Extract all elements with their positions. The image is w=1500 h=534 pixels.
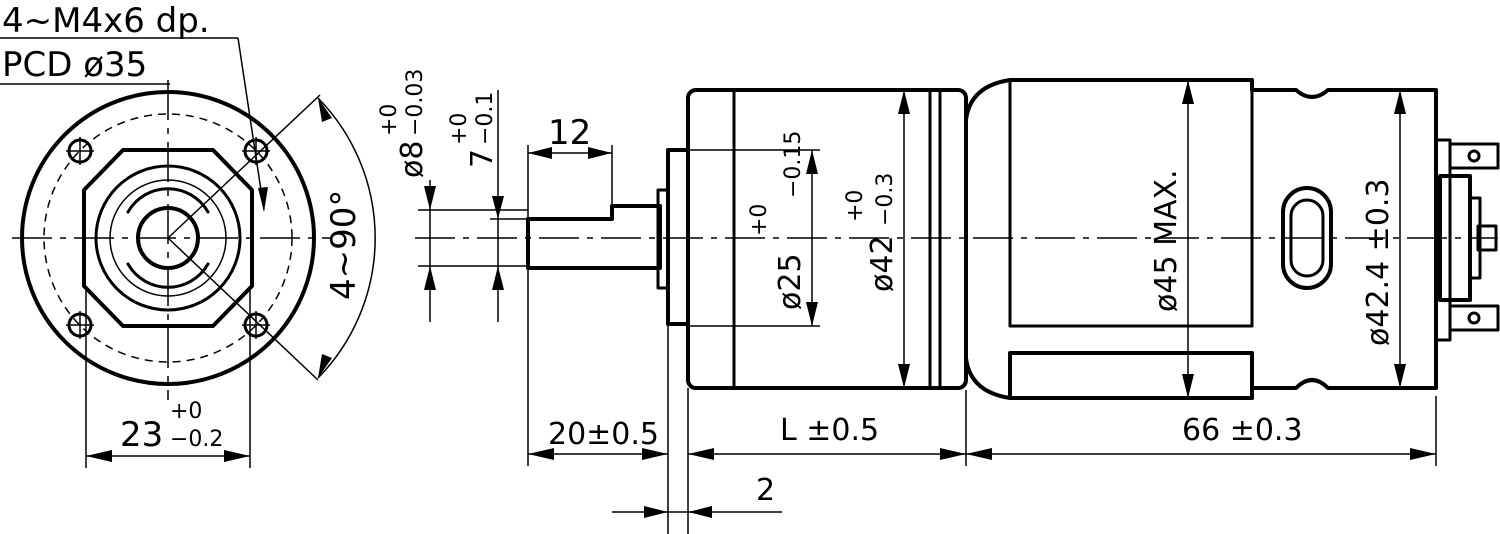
front-pilot-lower-tol: −0.2 — [170, 427, 223, 452]
terminal-top-hole — [1467, 149, 1481, 163]
pilot25-lower-tol: −0.15 — [781, 131, 806, 198]
motor-body — [964, 78, 1438, 400]
terminal-bottom-hole — [1467, 311, 1481, 325]
rear-dia-arrow-bottom — [1394, 364, 1406, 388]
flat-arrow-bottom — [492, 266, 504, 290]
rear-dia-label: ø42.4 ±0.3 — [1361, 178, 1396, 346]
angle-extension-upper — [167, 94, 321, 239]
shaft12-arrow-left — [528, 147, 552, 159]
flange-thickness-label: 2 — [756, 473, 775, 508]
motor-vent-slot — [1281, 186, 1333, 290]
rear-cap — [1434, 138, 1452, 342]
flat-nominal: 7 — [465, 149, 500, 168]
hole-spec-label: 4~M4x6 dp. — [2, 1, 210, 41]
gearbox-length-label: L ±0.5 — [780, 413, 879, 448]
shaft-dia-arrow-top — [424, 186, 436, 210]
rear-dia-arrow-top — [1394, 90, 1406, 114]
shaft-dia-lower-tol: −0.03 — [403, 69, 428, 136]
angle-label: 4~90° — [324, 190, 364, 300]
motor-dia-arrow-bottom — [1182, 374, 1194, 398]
front-inner-ring — [109, 179, 227, 297]
ext20-arrow-right — [642, 448, 668, 460]
pcd-label: PCD ø35 — [2, 45, 147, 85]
shaft-length-label: 12 — [548, 113, 591, 153]
motor-vent-slot-inner — [1289, 198, 1325, 278]
front-pilot-nominal: 23 — [120, 415, 163, 455]
shaft-dia-nominal: ø8 — [395, 141, 430, 178]
pilot25-upper-tol: +0 — [747, 204, 772, 236]
flange2-arrow-left — [644, 506, 668, 518]
hole-crosshairs — [66, 137, 270, 339]
front-shaft-circle — [136, 206, 200, 270]
shaft-dia-upper-tol: +0 — [377, 104, 402, 136]
shaft-dia-arrow-bottom — [424, 266, 436, 290]
pilot-arrow-left — [86, 450, 112, 462]
front-view: 4~90° 4~M4x6 dp. PCD ø35 23 +0 −0.2 — [0, 1, 376, 468]
len66-arrow-right — [1410, 448, 1436, 460]
front-pilot-upper-tol: +0 — [170, 399, 202, 424]
front-octagon-boss — [82, 148, 254, 328]
terminal-top — [1448, 142, 1500, 170]
len66-arrow-left — [966, 448, 992, 460]
gearbox-dia-nominal: ø42 — [865, 235, 900, 292]
flange2-arrow-right — [688, 506, 712, 518]
angle-arc — [317, 97, 376, 379]
gearbox-body — [686, 88, 968, 390]
angle-arrow-bottom — [318, 354, 332, 378]
pilot-arrow-right — [224, 450, 250, 462]
motor-length-label: 66 ±0.3 — [1182, 413, 1303, 448]
front-outer-circle — [20, 90, 316, 386]
pilot25-arrow-bottom — [806, 302, 818, 326]
motor-dia-arrow-top — [1182, 80, 1194, 104]
flat-upper-tol: +0 — [447, 113, 472, 145]
callout-arrow — [258, 187, 268, 212]
gearbox-dia-arrow-bottom — [898, 364, 910, 388]
gearbox-dia-arrow-top — [898, 90, 910, 114]
pilot-boss — [666, 148, 690, 326]
angle-extension-lower — [167, 237, 319, 381]
pilot25-nominal: ø25 — [773, 253, 808, 310]
rear-boss — [1468, 196, 1482, 280]
angle-arrow-top — [318, 98, 332, 122]
motor-label-band — [1008, 351, 1254, 400]
callout-leader — [237, 37, 265, 211]
gearbox-dia-lower-tol: −0.3 — [873, 173, 898, 226]
ext20-arrow-left — [528, 448, 554, 460]
L-arrow-right — [940, 448, 966, 460]
front-pilot-circle — [94, 164, 242, 312]
shaft-extension-label: 20±0.5 — [548, 417, 659, 452]
shaft12-arrow-right — [588, 147, 612, 159]
pilot25-arrow-top — [806, 150, 818, 174]
motor-dia-label: ø45 MAX. — [1149, 169, 1184, 312]
terminal-bottom — [1448, 304, 1500, 332]
pcd-circle — [43, 113, 293, 363]
gearbox-dia-upper-tol: +0 — [843, 190, 868, 222]
L-arrow-left — [688, 448, 714, 460]
rear-shaft-stub — [1476, 224, 1498, 252]
output-shaft — [526, 204, 662, 270]
front-bearing-ring — [126, 187, 210, 289]
flat-arrow-top — [492, 196, 504, 219]
side-view: 12 ø8 +0 −0.03 7 +0 −0.1 ø25 +0 −0.15 ø4… — [377, 69, 1500, 534]
flat-lower-tol: −0.1 — [473, 92, 498, 145]
